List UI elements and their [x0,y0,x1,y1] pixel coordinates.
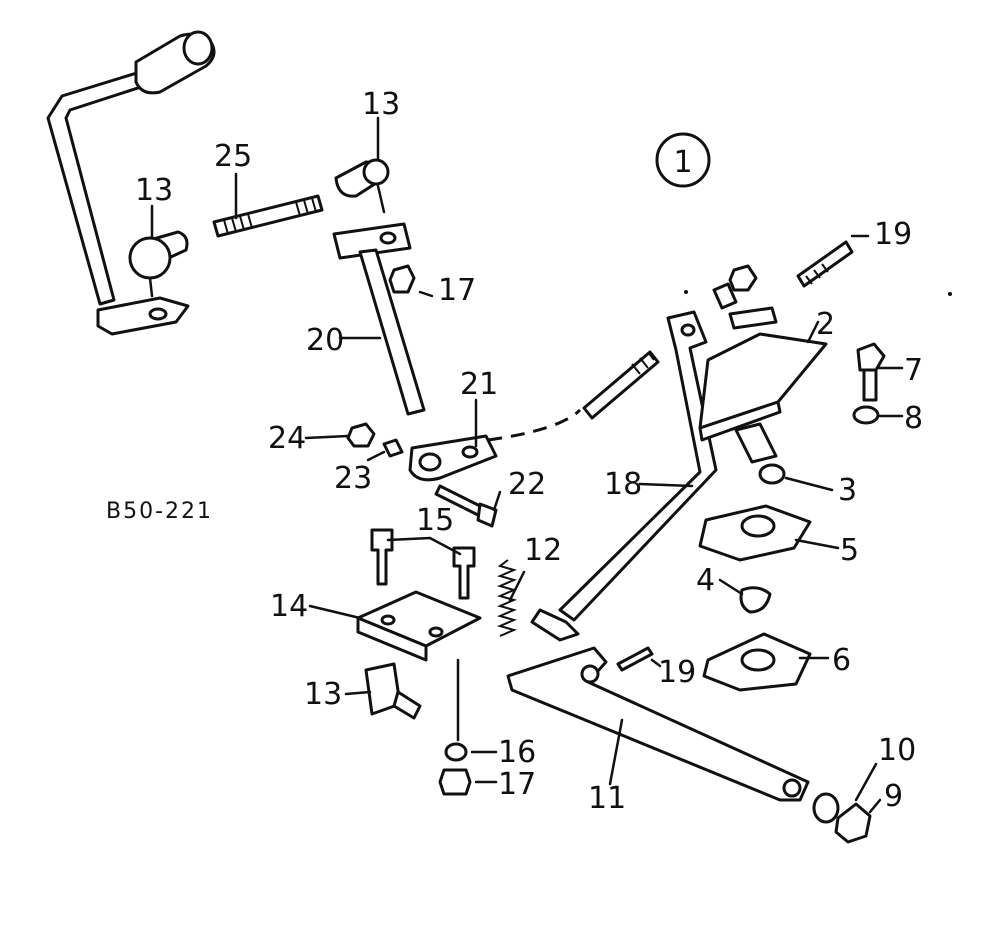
callout-17-upper: 17 [438,273,476,308]
callout-25: 25 [214,139,252,174]
callout-8: 8 [904,401,923,436]
callout-13-top: 13 [362,87,400,122]
speck [684,290,688,294]
callout-5: 5 [840,533,859,568]
bolts-15 [370,528,476,600]
washer-3 [758,463,786,485]
link-18 [530,310,718,642]
callout-22: 22 [508,467,546,502]
spring-12 [497,559,517,637]
section-marker: 1 [673,145,692,180]
callout-3: 3 [838,473,857,508]
lever-11 [506,646,810,802]
callout-20: 20 [306,323,344,358]
callout-21: 21 [460,367,498,402]
callout-19-upper: 19 [874,217,912,252]
callout-12: 12 [524,533,562,568]
callout-23: 23 [334,461,372,496]
washer-10 [812,792,840,824]
callout-6: 6 [832,643,851,678]
nut-24 [346,422,376,448]
washer-23 [382,438,404,458]
callout-16: 16 [498,735,536,770]
callout-9: 9 [884,779,903,814]
shift-lever [46,30,216,336]
ball-joint-lower [364,662,422,720]
callout-19-lower: 19 [658,655,696,690]
speck [948,292,952,296]
plate-6 [702,632,812,692]
callout-13-lower: 13 [304,677,342,712]
threaded-rod-25 [212,194,324,238]
nut-17-upper [388,264,416,294]
callout-15: 15 [416,503,454,538]
washer-8 [852,405,880,425]
ball-joint-top [334,158,390,214]
leader-lines [150,116,904,814]
callout-13-left: 13 [135,173,173,208]
reference-code: B50-221 [106,499,213,524]
callout-4: 4 [696,563,715,598]
plate-14 [356,590,482,662]
callout-2: 2 [816,307,835,342]
nut-17-lower [438,768,472,796]
clevis-21 [408,434,498,482]
nut-9 [834,802,872,844]
threaded-rod-upper [582,350,660,420]
section-marker-circle [655,132,711,188]
callout-10: 10 [878,733,916,768]
callout-18: 18 [604,467,642,502]
callout-14: 14 [270,589,308,624]
callout-11: 11 [588,781,626,816]
pin-19-lower [616,646,654,672]
callout-7: 7 [904,353,923,388]
linkage-dash [487,408,582,442]
rod-20 [332,222,426,416]
plate-2 [698,332,828,464]
bolt-22 [434,484,498,528]
washer-16 [444,742,468,762]
upper-hardware [712,240,854,330]
callout-24: 24 [268,421,306,456]
plate-5 [698,504,812,562]
bushing-4 [739,586,772,614]
callout-17-lower: 17 [498,767,536,802]
ball-joint-left [128,230,189,298]
bolt-7 [856,342,886,402]
